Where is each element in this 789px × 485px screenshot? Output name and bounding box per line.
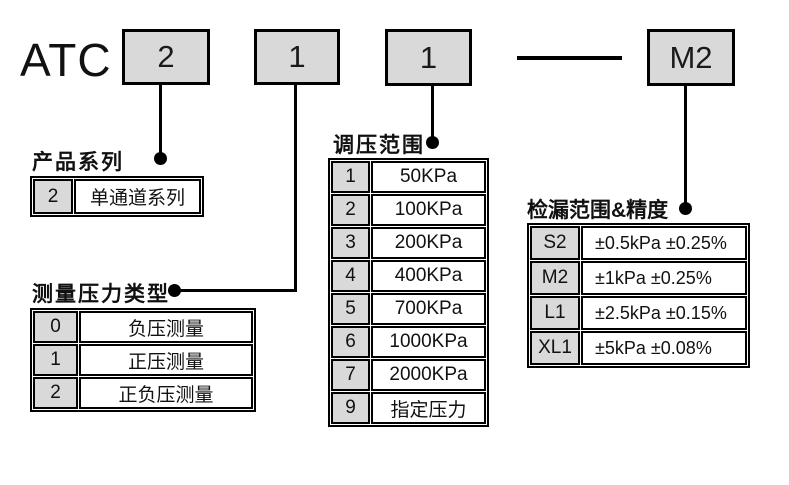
code-cell: S2 — [530, 226, 580, 260]
code-cell: 6 — [331, 326, 370, 358]
value-cell: 2000KPa — [371, 359, 486, 391]
connector-line-series — [159, 85, 162, 155]
code-cell: 2 — [331, 194, 370, 226]
table-row: 7 2000KPa — [331, 359, 486, 391]
section-label-product-series: 产品系列 — [32, 151, 124, 174]
code-box-pressure-range: 1 — [385, 29, 472, 86]
code-box-pressure-type: 1 — [254, 29, 340, 85]
value-cell: ±2.5kPa ±0.15% — [581, 296, 747, 330]
connector-line-pressure-type-vertical — [294, 85, 297, 292]
code-box-pressure-range-value: 1 — [419, 39, 438, 75]
table-row: S2 ±0.5kPa ±0.25% — [530, 226, 747, 260]
connector-line-pressure-range — [431, 86, 434, 140]
value-cell: 700KPa — [371, 293, 486, 325]
pressure-type-table: 0 负压测量 1 正压测量 2 正负压测量 — [30, 308, 256, 412]
value-cell: ±0.5kPa ±0.25% — [581, 226, 747, 260]
code-box-pressure-type-value: 1 — [288, 39, 306, 74]
code-cell: 9 — [331, 392, 370, 424]
value-cell: 1000KPa — [371, 326, 486, 358]
value-cell: 正负压测量 — [79, 377, 253, 409]
connector-dot-pressure-type — [168, 284, 181, 297]
table-row: 2 正负压测量 — [33, 377, 253, 409]
code-cell: 0 — [33, 311, 78, 343]
connector-dot-series — [154, 152, 167, 165]
table-row: 2 100KPa — [331, 194, 486, 226]
table-row: 3 200KPa — [331, 227, 486, 259]
table-row: M2 ±1kPa ±0.25% — [530, 261, 747, 295]
code-cell: 3 — [331, 227, 370, 259]
table-row: 1 正压测量 — [33, 344, 253, 376]
connector-dot-pressure-range — [426, 136, 439, 149]
value-cell: 负压测量 — [79, 311, 253, 343]
code-cell: L1 — [530, 296, 580, 330]
value-cell: ±1kPa ±0.25% — [581, 261, 747, 295]
code-cell: 4 — [331, 260, 370, 292]
value-cell: 正压测量 — [79, 344, 253, 376]
pressure-range-table: 1 50KPa 2 100KPa 3 200KPa 4 400KPa 5 700… — [328, 158, 489, 427]
product-series-table: 2 单通道系列 — [30, 176, 204, 217]
table-row: 2 单通道系列 — [33, 179, 201, 214]
code-cell: 2 — [33, 179, 73, 214]
code-box-leak-accuracy-value: M2 — [669, 39, 713, 75]
code-box-leak-accuracy: M2 — [647, 29, 735, 86]
table-row: 4 400KPa — [331, 260, 486, 292]
value-cell: 200KPa — [371, 227, 486, 259]
dash-separator — [517, 56, 622, 60]
connector-line-leak-accuracy — [684, 86, 687, 205]
code-cell: 1 — [33, 344, 78, 376]
code-cell: 5 — [331, 293, 370, 325]
value-cell: 100KPa — [371, 194, 486, 226]
section-label-pressure-type: 测量压力类型 — [32, 283, 170, 306]
connector-dot-leak-accuracy — [679, 202, 692, 215]
section-label-pressure-range: 调压范围 — [333, 134, 425, 157]
value-cell: ±5kPa ±0.08% — [581, 331, 747, 365]
code-cell: 2 — [33, 377, 78, 409]
code-cell: 7 — [331, 359, 370, 391]
code-cell: M2 — [530, 261, 580, 295]
section-label-leak-accuracy: 检漏范围&精度 — [527, 199, 669, 222]
table-row: 9 指定压力 — [331, 392, 486, 424]
connector-line-pressure-type-horizontal — [174, 289, 297, 292]
value-cell: 50KPa — [371, 161, 486, 193]
leak-accuracy-table: S2 ±0.5kPa ±0.25% M2 ±1kPa ±0.25% L1 ±2.… — [527, 223, 750, 368]
code-cell: 1 — [331, 161, 370, 193]
code-box-series-value: 2 — [157, 39, 175, 74]
table-row: L1 ±2.5kPa ±0.15% — [530, 296, 747, 330]
value-cell: 400KPa — [371, 260, 486, 292]
table-row: 0 负压测量 — [33, 311, 253, 343]
table-row: 1 50KPa — [331, 161, 486, 193]
value-cell: 单通道系列 — [74, 179, 201, 214]
table-row: XL1 ±5kPa ±0.08% — [530, 331, 747, 365]
table-row: 6 1000KPa — [331, 326, 486, 358]
code-cell: XL1 — [530, 331, 580, 365]
code-box-series: 2 — [122, 29, 210, 85]
table-row: 5 700KPa — [331, 293, 486, 325]
value-cell: 指定压力 — [371, 392, 486, 424]
brand-title: ATC — [20, 34, 112, 86]
